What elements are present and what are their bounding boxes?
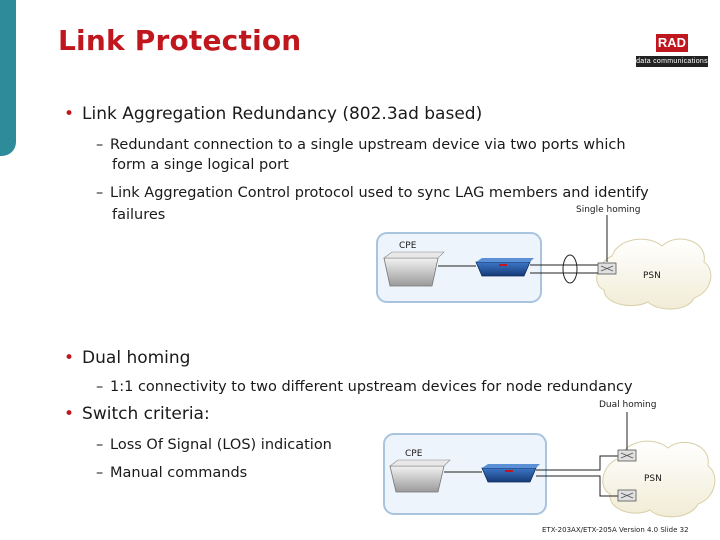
etx-device-icon [475, 258, 534, 277]
sub-bullet-text: 1:1 connectivity to two different upstre… [110, 379, 633, 395]
switch-icon [617, 489, 637, 502]
logo-brand: RAD [656, 34, 688, 52]
sub-bullet-text: Link Aggregation Control protocol used t… [110, 185, 649, 201]
bullet-text: Link Aggregation Redundancy (802.3ad bas… [82, 104, 483, 124]
link-line [536, 455, 618, 471]
sub-bullet-manual: –Manual commands [96, 465, 248, 481]
sub-bullet-redundant-connection: –Redundant connection to a single upstre… [96, 137, 626, 153]
sub-bullet-text: Manual commands [110, 465, 248, 481]
cpe-panel [383, 433, 547, 515]
bullet-dual-homing: • Dual homing [64, 348, 190, 368]
sub-bullet-lacp: –Link Aggregation Control protocol used … [96, 185, 649, 201]
sub-bullet-continuation: form a singe logical port [112, 154, 289, 176]
single-homing-caption: Single homing [576, 205, 641, 215]
link-line [536, 475, 618, 497]
rad-logo: RAD data communications [636, 34, 708, 68]
sub-bullet-los: –Loss Of Signal (LOS) indication [96, 437, 332, 453]
sub-bullet-text: failures [112, 207, 166, 223]
bullet-text: Dual homing [82, 348, 191, 368]
switch-icon [597, 262, 617, 275]
dual-homing-caption: Dual homing [599, 400, 657, 410]
bullet-text: Switch criteria: [82, 404, 210, 424]
bullet-dot-icon: • [64, 104, 75, 124]
bullet-switch-criteria: • Switch criteria: [64, 404, 210, 424]
sub-bullet-text: Redundant connection to a single upstrea… [110, 137, 626, 153]
bullet-link-aggregation: • Link Aggregation Redundancy (802.3ad ba… [64, 104, 482, 124]
psn-label: PSN [643, 271, 661, 281]
left-accent-bar [0, 0, 16, 156]
cpe-box-icon [389, 459, 451, 493]
cpe-label: CPE [405, 449, 423, 459]
switch-icon [617, 449, 637, 462]
cpe-box-icon [383, 251, 445, 287]
etx-device-icon [481, 464, 540, 483]
slide-title: Link Protection [58, 24, 302, 57]
bullet-dot-icon: • [64, 404, 75, 424]
logo-tagline: data communications [636, 56, 708, 67]
slide-footer: ETX-203AX/ETX-205A Version 4.0 Slide 32 [542, 526, 689, 534]
psn-label: PSN [644, 474, 662, 484]
single-homing-diagram [376, 215, 712, 310]
sub-bullet-text: form a singe logical port [112, 157, 289, 173]
lag-group-ellipse [562, 254, 578, 284]
bullet-dot-icon: • [64, 348, 75, 368]
cpe-label: CPE [399, 241, 417, 251]
sub-bullet-continuation: failures [112, 204, 165, 226]
sub-bullet-one-to-one: –1:1 connectivity to two different upstr… [96, 379, 633, 395]
sub-bullet-text: Loss Of Signal (LOS) indication [110, 437, 332, 453]
dual-homing-diagram [383, 412, 716, 518]
psn-cloud-icon [596, 238, 712, 310]
